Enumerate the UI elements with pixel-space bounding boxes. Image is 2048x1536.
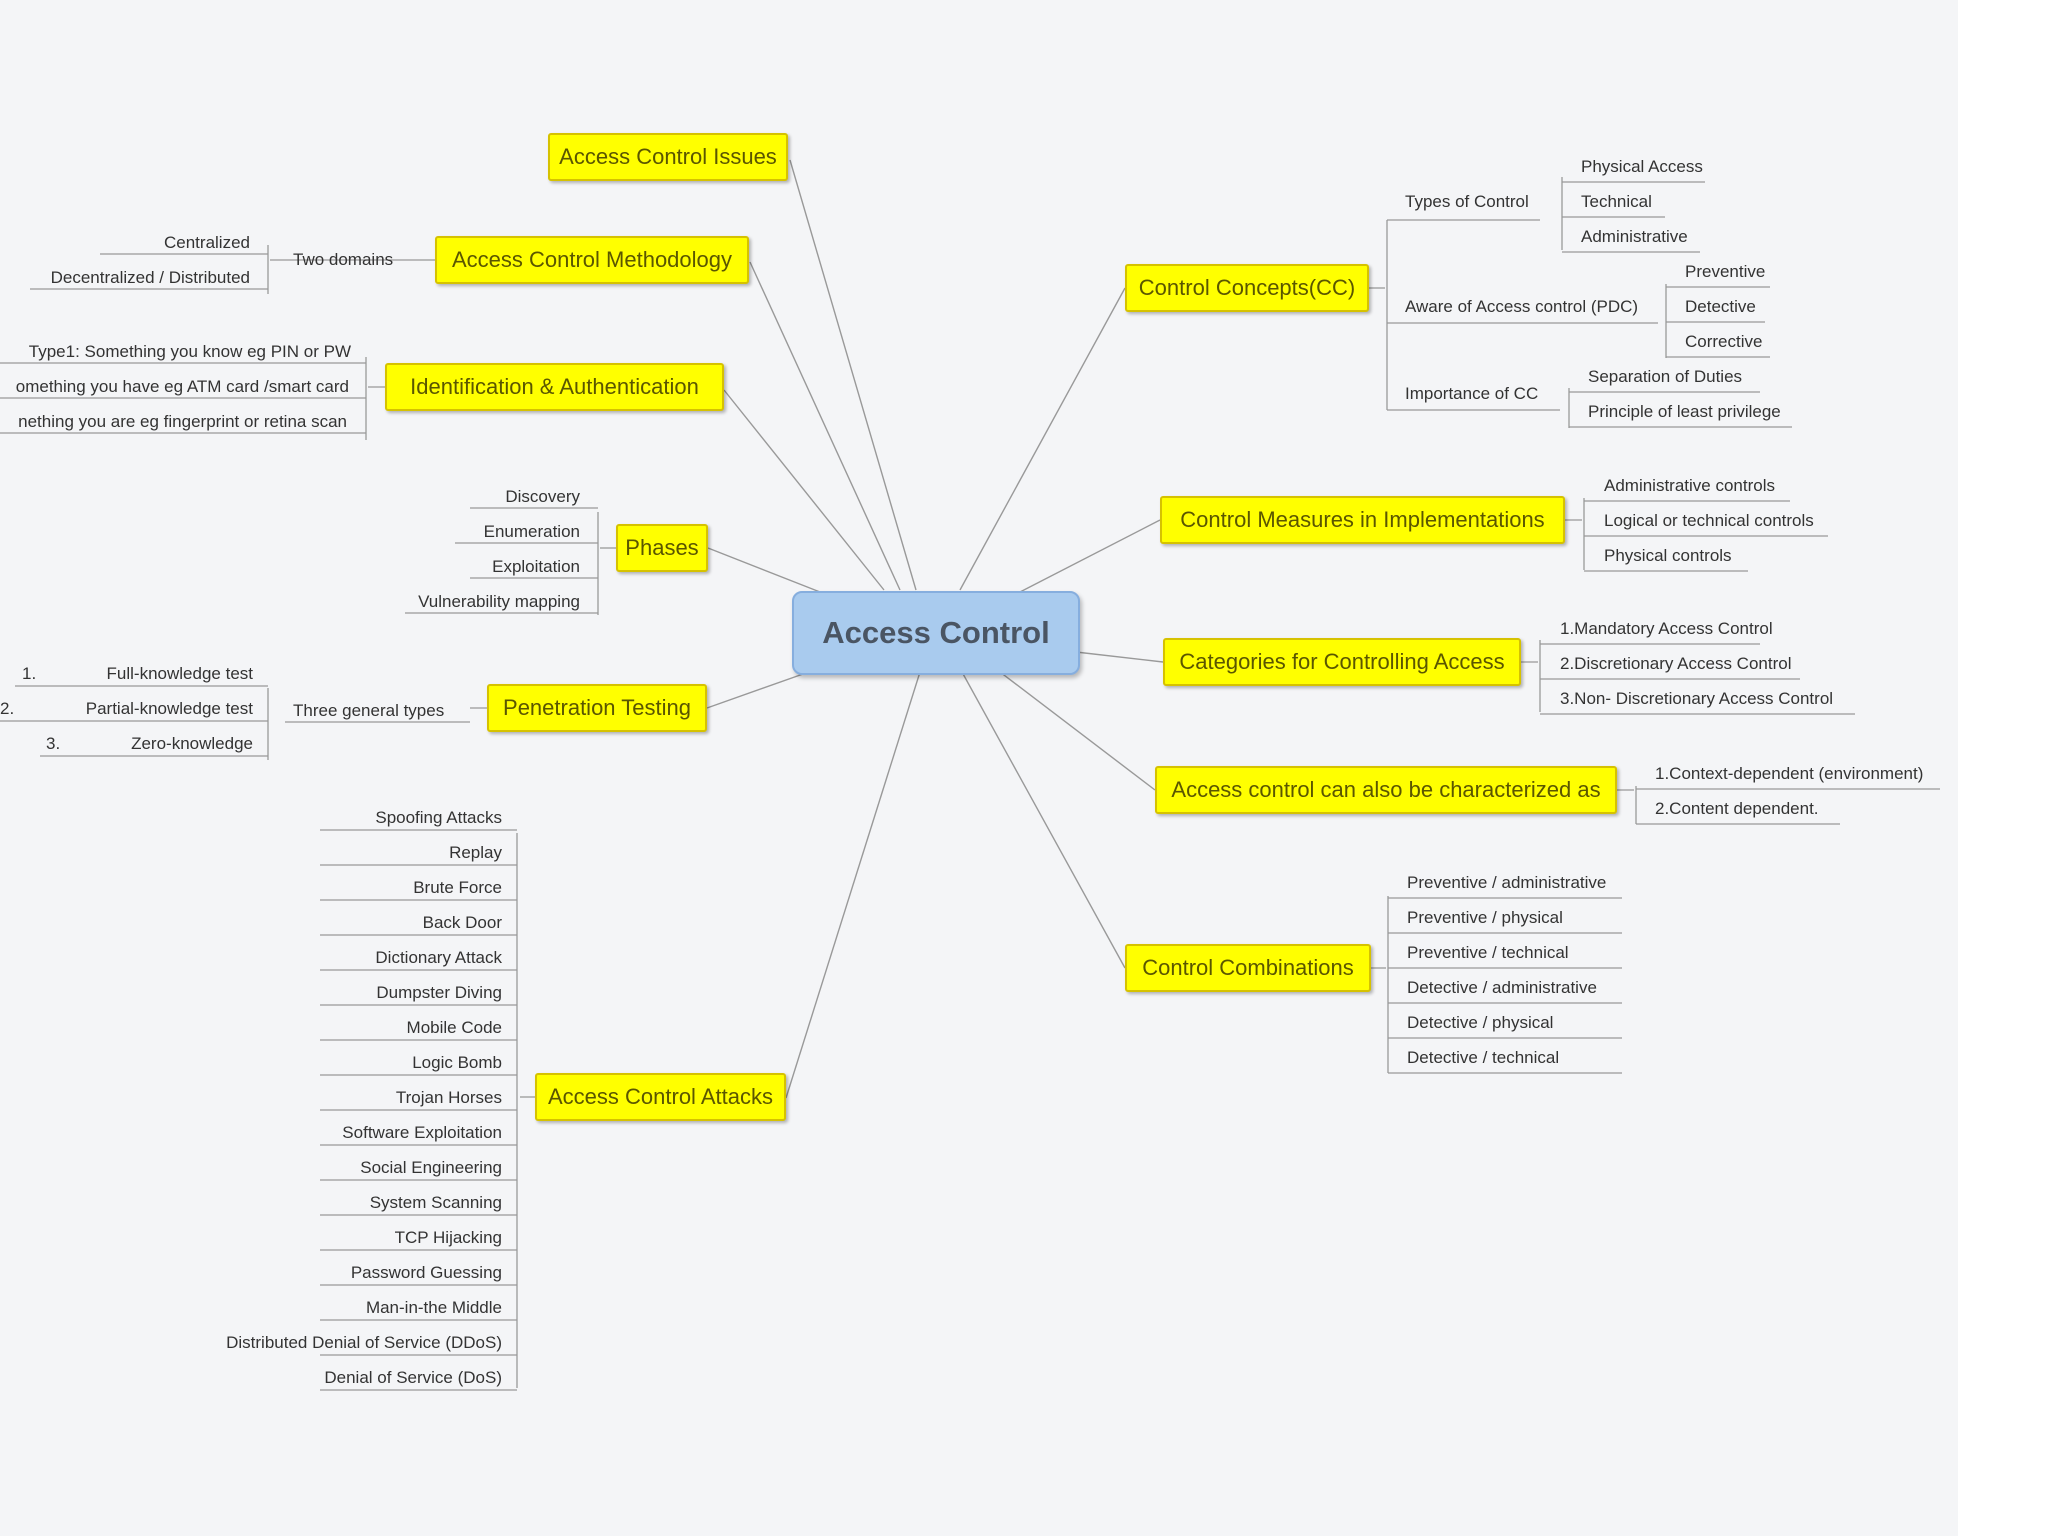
attack-item[interactable]: Trojan Horses xyxy=(395,1088,502,1107)
combinations-item-detective-physical[interactable]: Detective / physical xyxy=(1407,1013,1554,1032)
identification-item-type2[interactable]: omething you have eg ATM card /smart car… xyxy=(15,377,349,396)
combinations-item-preventive-technical[interactable]: Preventive / technical xyxy=(1407,943,1569,962)
attack-item[interactable]: Man-in-the Middle xyxy=(365,1298,502,1317)
combinations-item-preventive-physical[interactable]: Preventive / physical xyxy=(1407,908,1563,927)
topic-phases[interactable]: Phases xyxy=(616,524,708,572)
spoke-line xyxy=(785,671,921,1099)
measures-item-logical-technical[interactable]: Logical or technical controls xyxy=(1604,511,1814,530)
concepts-types-physical-access[interactable]: Physical Access xyxy=(1581,157,1703,176)
spoke-line xyxy=(1075,651,1164,663)
concepts-importance-label[interactable]: Importance of CC xyxy=(1405,384,1539,403)
phases-item-enumeration[interactable]: Enumeration xyxy=(483,522,580,541)
topic-control-concepts[interactable]: Control Concepts(CC) xyxy=(1125,264,1369,312)
phases-item-vulnerability-mapping[interactable]: Vulnerability mapping xyxy=(418,592,580,611)
methodology-sub-two-domains[interactable]: Two domains xyxy=(293,250,394,269)
pentest-item-partial-knowledge[interactable]: Partial-knowledge test xyxy=(85,699,253,718)
phases-item-discovery[interactable]: Discovery xyxy=(505,487,580,506)
concepts-aware-corrective[interactable]: Corrective xyxy=(1685,332,1763,351)
combinations-item-detective-administrative[interactable]: Detective / administrative xyxy=(1407,978,1597,997)
pentest-sub-three-types[interactable]: Three general types xyxy=(293,701,445,720)
concepts-types-administrative[interactable]: Administrative xyxy=(1581,227,1688,246)
spoke-line xyxy=(723,389,885,591)
concepts-importance-separation[interactable]: Separation of Duties xyxy=(1588,367,1743,386)
pentest-item-full-knowledge[interactable]: Full-knowledge test xyxy=(106,664,253,683)
attack-item[interactable]: Social Engineering xyxy=(360,1158,502,1177)
methodology-item-decentralized[interactable]: Decentralized / Distributed xyxy=(50,268,250,287)
combinations-item-preventive-administrative[interactable]: Preventive / administrative xyxy=(1407,873,1607,892)
concepts-aware-detective[interactable]: Detective xyxy=(1685,297,1756,316)
topic-categories-controlling-access[interactable]: Categories for Controlling Access xyxy=(1163,638,1521,686)
topic-characterized-as[interactable]: Access control can also be characterized… xyxy=(1155,766,1617,814)
spoke-line xyxy=(707,547,821,593)
combinations-item-detective-technical[interactable]: Detective / technical xyxy=(1407,1048,1560,1067)
concepts-types-technical[interactable]: Technical xyxy=(1581,192,1652,211)
attack-item[interactable]: Spoofing Attacks xyxy=(375,808,502,827)
mind-map-canvas: Access Control Access Control Issues Acc… xyxy=(0,0,1958,1536)
topic-identification-authentication[interactable]: Identification & Authentication xyxy=(385,363,724,411)
pentest-item-zero-knowledge[interactable]: Zero-knowledge xyxy=(131,734,253,753)
pentest-number-2: 2. xyxy=(0,699,15,718)
connector-lines xyxy=(0,159,1940,1391)
spoke-line xyxy=(961,671,1126,969)
categories-item-discretionary[interactable]: 2.Discretionary Access Control xyxy=(1560,654,1792,673)
topic-penetration-testing[interactable]: Penetration Testing xyxy=(487,684,707,732)
spoke-line xyxy=(1019,519,1161,593)
pentest-number-1: 1. xyxy=(22,664,37,683)
phases-item-exploitation[interactable]: Exploitation xyxy=(492,557,580,576)
attack-item[interactable]: Replay xyxy=(449,843,502,862)
attack-item[interactable]: Dictionary Attack xyxy=(375,948,502,967)
attack-item[interactable]: Distributed Denial of Service (DDoS) xyxy=(226,1333,502,1352)
central-topic[interactable]: Access Control xyxy=(792,591,1080,675)
topic-access-control-attacks[interactable]: Access Control Attacks xyxy=(535,1073,786,1121)
attack-item[interactable]: Brute Force xyxy=(413,878,502,897)
attack-item[interactable]: Back Door xyxy=(422,913,502,932)
concepts-importance-least-privilege[interactable]: Principle of least privilege xyxy=(1588,402,1781,421)
pentest-number-3: 3. xyxy=(46,734,61,753)
topic-access-control-methodology[interactable]: Access Control Methodology xyxy=(435,236,749,284)
attack-item[interactable]: Mobile Code xyxy=(406,1018,502,1037)
attack-item[interactable]: Logic Bomb xyxy=(412,1053,502,1072)
categories-item-mandatory[interactable]: 1.Mandatory Access Control xyxy=(1560,619,1773,638)
methodology-item-centralized[interactable]: Centralized xyxy=(164,233,250,252)
topic-control-measures[interactable]: Control Measures in Implementations xyxy=(1160,496,1565,544)
concepts-types-label[interactable]: Types of Control xyxy=(1405,192,1529,211)
spoke-line xyxy=(959,287,1126,591)
measures-item-administrative[interactable]: Administrative controls xyxy=(1604,476,1776,495)
attack-item[interactable]: System Scanning xyxy=(369,1193,502,1212)
attack-item[interactable]: Dumpster Diving xyxy=(376,983,502,1002)
concepts-aware-preventive[interactable]: Preventive xyxy=(1685,262,1766,281)
topic-control-combinations[interactable]: Control Combinations xyxy=(1125,944,1371,992)
measures-item-physical[interactable]: Physical controls xyxy=(1604,546,1732,565)
concepts-aware-label[interactable]: Aware of Access control (PDC) xyxy=(1405,297,1639,316)
attack-item[interactable]: Software Exploitation xyxy=(342,1123,502,1142)
identification-item-type1[interactable]: Type1: Something you know eg PIN or PW xyxy=(28,342,351,361)
attack-item[interactable]: Password Guessing xyxy=(350,1263,502,1282)
attack-item[interactable]: TCP Hijacking xyxy=(394,1228,502,1247)
topic-access-control-issues[interactable]: Access Control Issues xyxy=(548,133,788,181)
characterized-item-context[interactable]: 1.Context-dependent (environment) xyxy=(1655,764,1924,783)
identification-item-type3[interactable]: nething you are eg fingerprint or retina… xyxy=(18,412,347,431)
spoke-line xyxy=(789,159,917,591)
attack-item[interactable]: Denial of Service (DoS) xyxy=(324,1368,502,1387)
spoke-line xyxy=(749,261,901,591)
categories-item-non-discretionary[interactable]: 3.Non- Discretionary Access Control xyxy=(1560,689,1834,708)
spoke-line xyxy=(999,671,1156,791)
characterized-item-content[interactable]: 2.Content dependent. xyxy=(1655,799,1819,818)
